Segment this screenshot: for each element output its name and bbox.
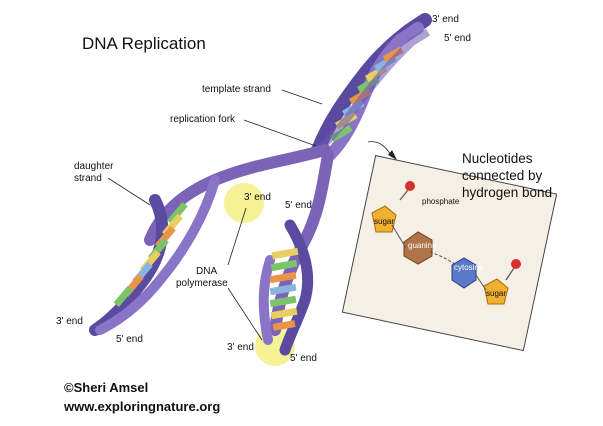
polymerase-highlight-left	[224, 183, 264, 223]
phosphate-left	[405, 181, 415, 191]
guanine-shape	[403, 231, 433, 265]
label-bottom-left-5end: 5' end	[116, 334, 143, 345]
label-template-strand: template strand	[202, 84, 271, 95]
inset-sugar-right-label: sugar	[486, 289, 507, 298]
credit-author: ©Sheri Amsel	[64, 380, 149, 395]
credit-website: www.exploringnature.org	[64, 399, 221, 414]
label-top-3end: 3' end	[432, 14, 459, 25]
label-dna-polymerase-1: DNA	[196, 266, 218, 277]
inset-title-line3: hydrogen bond	[462, 185, 553, 200]
left-daughter-helix	[89, 144, 331, 336]
label-daughter-strand-2: strand	[74, 173, 102, 184]
label-bottom-left-3end: 3' end	[56, 316, 83, 327]
inset-phosphate-label: phosphate	[422, 197, 460, 206]
label-bottom-mid-5end: 5' end	[290, 353, 317, 364]
diagram-title: DNA Replication	[82, 34, 206, 53]
inset-sugar-left-label: sugar	[374, 217, 395, 226]
sugar-left-shape	[371, 205, 397, 233]
label-bottom-mid-3end: 3' end	[227, 342, 254, 353]
cytosine-shape	[451, 257, 477, 289]
right-daughter-helix	[258, 149, 334, 356]
nucleotide-inset	[341, 155, 558, 352]
left-base-pairs	[113, 201, 188, 307]
label-polymerase-3end: 3' end	[244, 192, 271, 203]
inset-title-line2: connected by	[462, 168, 543, 183]
label-top-5end: 5' end	[444, 33, 471, 44]
phosphate-right	[511, 259, 521, 269]
label-daughter-strand-1: daughter	[74, 161, 114, 172]
label-mid-5end: 5' end	[285, 200, 312, 211]
sugar-right-shape	[483, 278, 509, 305]
label-replication-fork: replication fork	[170, 114, 236, 125]
parental-helix	[311, 13, 432, 161]
inset-cytosine-label: cytosine	[454, 263, 484, 272]
inset-title: Nucleotides connected by hydrogen bond	[462, 150, 552, 201]
inset-arrow-head	[388, 150, 397, 160]
inset-title-line1: Nucleotides	[462, 151, 533, 166]
label-dna-polymerase-2: polymerase	[176, 278, 228, 289]
inset-guanine-label: guanine	[408, 241, 437, 250]
right-base-pairs	[269, 247, 299, 331]
